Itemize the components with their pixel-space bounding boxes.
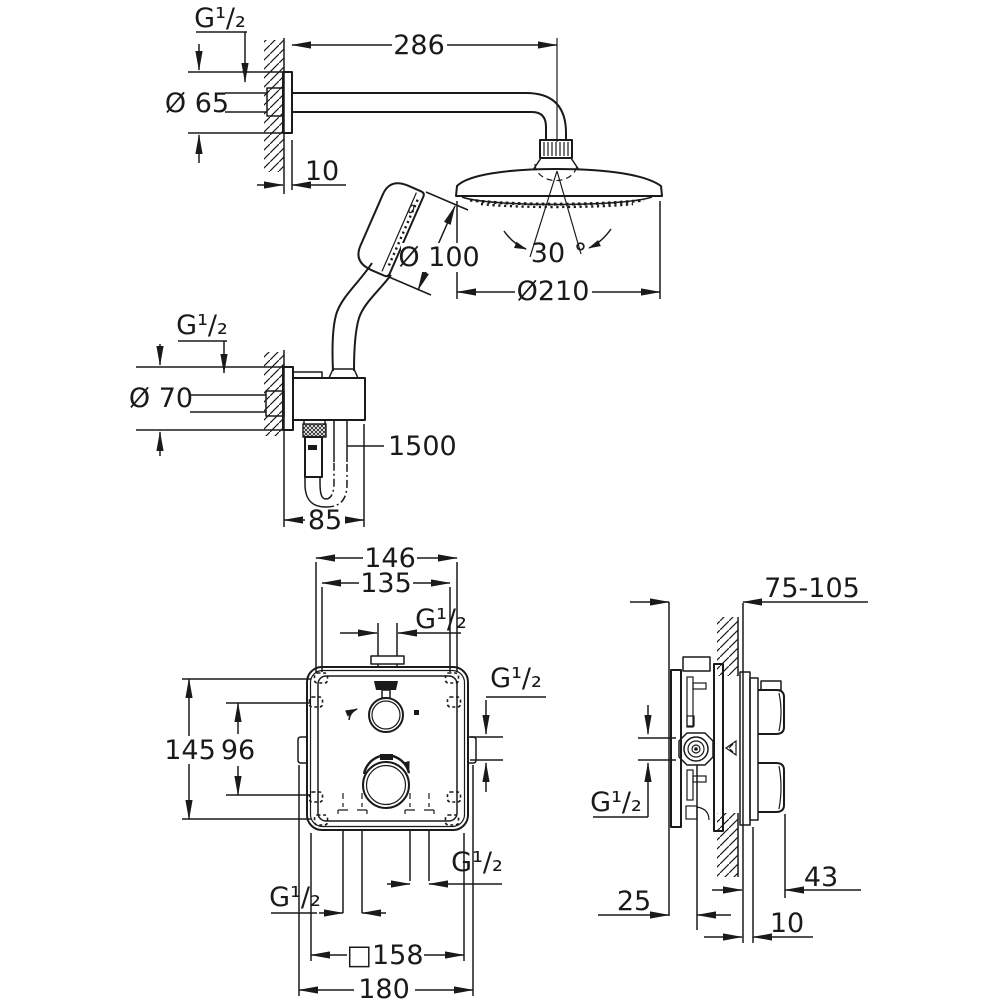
dimension-hole-spacing-x: 135 xyxy=(360,568,412,599)
dimension-knob-depth: 43 xyxy=(804,862,838,893)
wall-hatch-holder xyxy=(264,352,284,436)
mixer-box-side-view: 75-105 xyxy=(590,573,868,943)
thread-size-label-side-port: G¹/₂ xyxy=(490,663,542,694)
protection-knobs xyxy=(758,680,785,813)
hand-shower xyxy=(328,182,425,379)
dimension-back-offset: 25 xyxy=(617,886,651,917)
hose-connector xyxy=(304,436,323,478)
dimension-spray-angle: 30 ° xyxy=(531,238,587,269)
thread-size-label-outlet-left: G¹/₂ xyxy=(269,882,321,913)
handshower-diameter-dim: Ø 100 xyxy=(388,191,480,296)
dimension-box-size: □158 xyxy=(346,940,423,971)
dimension-holder-offset: 85 xyxy=(308,505,342,536)
mixer-box-front-view: 146 135 G¹/₂ xyxy=(164,543,546,1000)
diverter-valve xyxy=(345,681,419,733)
hidden-outlet-marks xyxy=(337,793,435,814)
head-connection-nut xyxy=(532,139,580,182)
bottom-outlet-pipes xyxy=(342,830,430,913)
side-view-box xyxy=(670,656,759,832)
thread-size-label-holder: G¹/₂ xyxy=(176,310,228,341)
hand-shower-handle xyxy=(331,262,373,372)
dimension-handshower-diameter: Ø 100 xyxy=(398,242,479,273)
hose-nut xyxy=(302,423,327,438)
depth-marker-icon xyxy=(724,739,737,757)
holder-body xyxy=(292,377,366,421)
dimension-hole-spacing-y: 96 xyxy=(221,735,255,766)
box-outline xyxy=(306,666,469,831)
dimension-hose-length: 1500 xyxy=(388,431,457,462)
dimension-head-diameter: Ø210 xyxy=(517,276,590,307)
thread-size-label-valve: G¹/₂ xyxy=(590,787,642,818)
thread-size-label-arm: G¹/₂ xyxy=(194,3,246,34)
dimension-outlet-escutcheon-diameter: Ø 70 xyxy=(129,383,193,414)
dimension-escutcheon-depth: 10 xyxy=(305,156,339,187)
dimension-escutcheon-diameter: Ø 65 xyxy=(165,88,229,119)
mounting-plate xyxy=(317,675,458,822)
head-shower-assembly: G¹/₂ Ø 65 10 286 xyxy=(165,3,663,307)
wall-hatch-side-bottom xyxy=(717,813,738,877)
dimension-arm-length: 286 xyxy=(393,30,445,61)
shower-arm-outer xyxy=(292,92,567,140)
dimension-mount-width: 146 xyxy=(364,543,416,574)
headshower-mode-icon xyxy=(414,710,419,715)
left-tab xyxy=(297,736,307,764)
holder-assembly: G¹/₂ Ø 70 1500 85 xyxy=(129,310,457,536)
wall-hatch-top xyxy=(264,40,284,172)
screw-pads xyxy=(308,672,462,826)
arm-escutcheon xyxy=(282,71,293,134)
valve-hex-body xyxy=(678,732,714,766)
dimension-overall-width: 180 xyxy=(358,974,410,1000)
shower-hose xyxy=(304,420,348,508)
shower-arm-inner xyxy=(292,111,547,140)
head-shower-dome xyxy=(455,168,663,209)
wall-hatch-side-top xyxy=(717,617,738,676)
top-port-stub xyxy=(370,623,405,668)
dimension-install-depth-range: 75-105 xyxy=(764,573,860,604)
right-tab xyxy=(468,736,477,764)
thermostat-valve xyxy=(362,754,411,809)
handshower-mode-icon xyxy=(345,708,358,721)
rotation-arrow-icon xyxy=(362,754,411,775)
spray-angle: 30 ° xyxy=(503,170,612,269)
thread-size-label-top-port: G¹/₂ xyxy=(415,604,467,635)
thread-size-label-outlet-right: G¹/₂ xyxy=(451,847,503,878)
dimension-mount-height: 145 xyxy=(164,735,216,766)
dimension-finish-thickness: 10 xyxy=(770,908,804,939)
